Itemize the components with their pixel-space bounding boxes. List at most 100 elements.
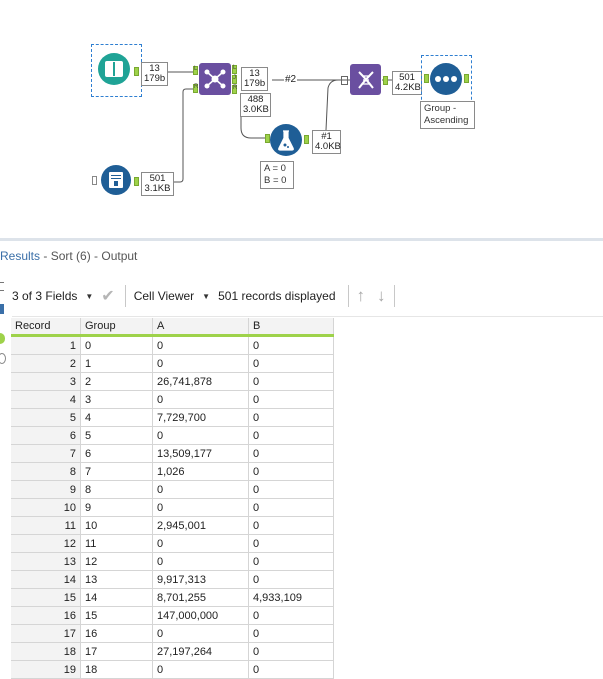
- table-cell[interactable]: 16: [80, 624, 153, 643]
- table-cell[interactable]: 0: [248, 444, 334, 463]
- cell-viewer-dropdown[interactable]: Cell Viewer ▼: [134, 289, 210, 303]
- table-cell[interactable]: 9: [80, 498, 153, 517]
- column-header[interactable]: B: [248, 318, 334, 337]
- column-header[interactable]: A: [152, 318, 249, 337]
- table-cell[interactable]: 13,509,177: [152, 444, 249, 463]
- union-tool[interactable]: [350, 64, 381, 95]
- record-number-cell[interactable]: 3: [11, 372, 81, 391]
- table-cell[interactable]: 0: [248, 354, 334, 373]
- table-cell[interactable]: 1: [80, 354, 153, 373]
- table-cell[interactable]: 0: [248, 408, 334, 427]
- table-cell[interactable]: 7: [80, 462, 153, 481]
- record-number-cell[interactable]: 12: [11, 534, 81, 553]
- sort-input-anchor[interactable]: [424, 74, 429, 83]
- join-tool[interactable]: [199, 63, 231, 95]
- formula-input-anchor[interactable]: [265, 134, 270, 143]
- table-cell[interactable]: 0: [248, 498, 334, 517]
- record-number-cell[interactable]: 16: [11, 606, 81, 625]
- record-number-cell[interactable]: 15: [11, 588, 81, 607]
- formula-annotation[interactable]: A = 0 B = 0: [260, 161, 294, 189]
- record-number-cell[interactable]: 19: [11, 660, 81, 679]
- sort-tool[interactable]: [430, 63, 462, 95]
- table-cell[interactable]: 4: [80, 408, 153, 427]
- union-output-anchor[interactable]: [383, 76, 388, 85]
- table-cell[interactable]: 0: [248, 660, 334, 679]
- record-number-cell[interactable]: 8: [11, 462, 81, 481]
- record-number-cell[interactable]: 6: [11, 426, 81, 445]
- apply-check-icon[interactable]: ✔: [101, 288, 115, 305]
- table-cell[interactable]: 0: [152, 498, 249, 517]
- table-cell[interactable]: 0: [248, 642, 334, 661]
- menu-icon[interactable]: [0, 282, 4, 291]
- table-cell[interactable]: 3: [80, 390, 153, 409]
- table-cell[interactable]: 4,933,109: [248, 588, 334, 607]
- fields-dropdown[interactable]: 3 of 3 Fields ▼: [12, 289, 93, 303]
- table-cell[interactable]: 0: [248, 462, 334, 481]
- table-cell[interactable]: 9,917,313: [152, 570, 249, 589]
- table-cell[interactable]: 0: [248, 372, 334, 391]
- record-number-cell[interactable]: 1: [11, 335, 81, 355]
- table-cell[interactable]: 0: [248, 552, 334, 571]
- table-cell[interactable]: 0: [152, 390, 249, 409]
- table-cell[interactable]: 13: [80, 570, 153, 589]
- record-number-cell[interactable]: 18: [11, 642, 81, 661]
- sort-output-anchor[interactable]: [464, 74, 469, 83]
- table-cell[interactable]: 0: [152, 354, 249, 373]
- join-right-anchor[interactable]: [193, 84, 198, 93]
- record-number-cell[interactable]: 9: [11, 480, 81, 499]
- record-number-cell[interactable]: 2: [11, 354, 81, 373]
- table-cell[interactable]: 0: [152, 426, 249, 445]
- arrow-up-icon[interactable]: ↑: [356, 286, 366, 305]
- table-cell[interactable]: 0: [152, 660, 249, 679]
- record-number-cell[interactable]: 10: [11, 498, 81, 517]
- table-cell[interactable]: 1,026: [152, 462, 249, 481]
- active-anchor-icon[interactable]: [0, 333, 5, 344]
- table-cell[interactable]: 12: [80, 552, 153, 571]
- record-number-cell[interactable]: 7: [11, 444, 81, 463]
- join-r-output-anchor[interactable]: [232, 85, 237, 94]
- join-j-output-anchor[interactable]: [232, 75, 237, 84]
- table-cell[interactable]: 0: [248, 516, 334, 535]
- table-view-icon[interactable]: [0, 304, 4, 314]
- column-header[interactable]: Record: [11, 318, 81, 337]
- table-cell[interactable]: 0: [152, 534, 249, 553]
- table-cell[interactable]: 11: [80, 534, 153, 553]
- table-cell[interactable]: 10: [80, 516, 153, 535]
- formula-output-anchor[interactable]: [304, 135, 309, 144]
- record-number-cell[interactable]: 5: [11, 408, 81, 427]
- table-cell[interactable]: 17: [80, 642, 153, 661]
- workflow-canvas[interactable]: 13 179b L R L J R 13 179b 488 3.0KB #2: [0, 0, 603, 238]
- arrow-down-icon[interactable]: ↓: [377, 286, 386, 305]
- table-cell[interactable]: 2: [80, 372, 153, 391]
- table-cell[interactable]: 14: [80, 588, 153, 607]
- union-input-anchor[interactable]: [341, 76, 348, 85]
- table-cell[interactable]: 27,197,264: [152, 642, 249, 661]
- table-cell[interactable]: 7,729,700: [152, 408, 249, 427]
- table-cell[interactable]: 0: [248, 335, 334, 355]
- table-cell[interactable]: 26,741,878: [152, 372, 249, 391]
- table-cell[interactable]: 5: [80, 426, 153, 445]
- table-cell[interactable]: 15: [80, 606, 153, 625]
- circle-anchor-icon[interactable]: [0, 353, 6, 364]
- record-number-cell[interactable]: 14: [11, 570, 81, 589]
- table-cell[interactable]: 8: [80, 480, 153, 499]
- input-data-tool[interactable]: [98, 53, 130, 85]
- formula-tool[interactable]: [270, 124, 302, 156]
- record-number-cell[interactable]: 11: [11, 516, 81, 535]
- sort-annotation[interactable]: Group - Ascending: [420, 101, 475, 129]
- table-cell[interactable]: 0: [248, 390, 334, 409]
- text-input-output-anchor[interactable]: [134, 177, 139, 186]
